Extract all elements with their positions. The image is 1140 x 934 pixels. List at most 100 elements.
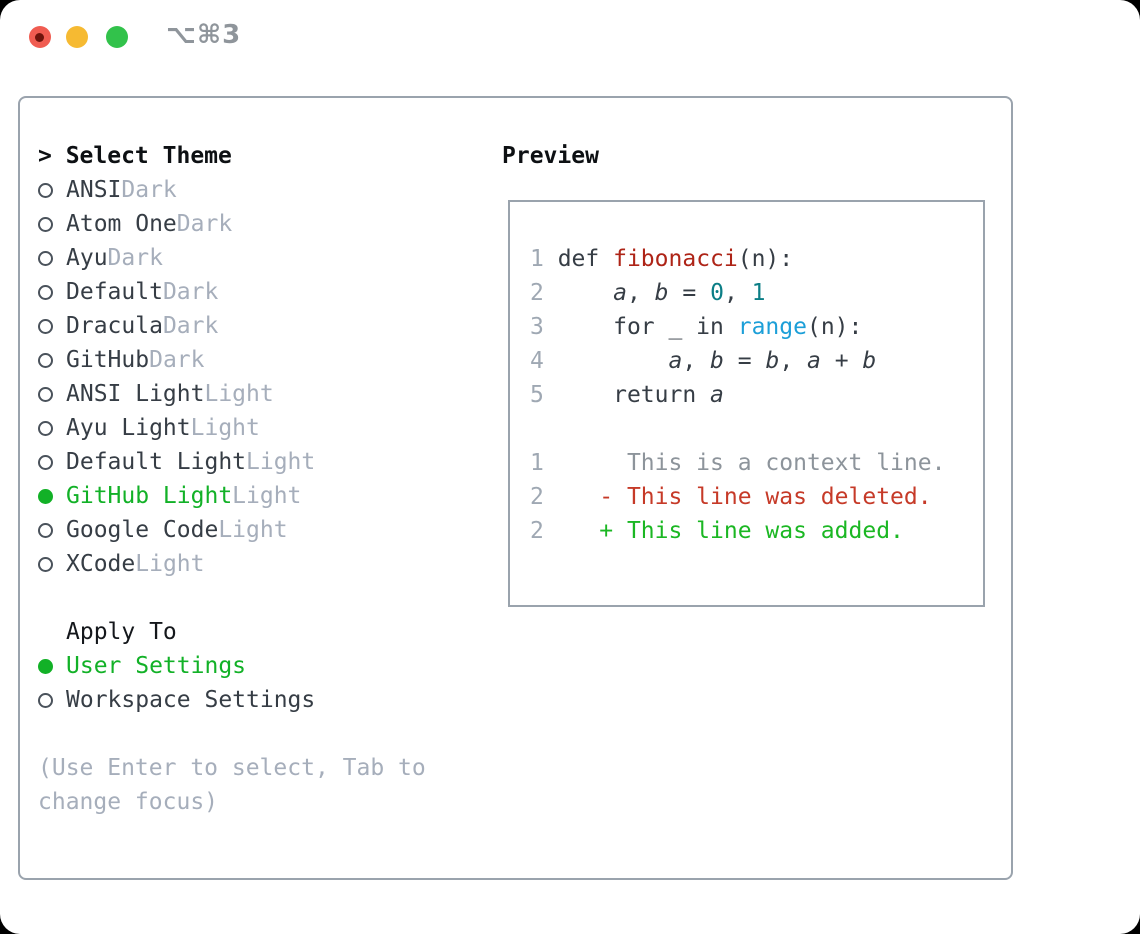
theme-variant: Light [232,483,302,509]
code-line: 3 for _ in range(n): [530,310,983,344]
theme-variant: Dark [149,347,205,373]
code-token: 1 [751,280,766,306]
theme-option[interactable]: XCode Light [38,547,478,581]
window-shortcut-label: ⌥⌘3 [166,20,242,50]
code-line [530,412,983,446]
code-token: = [668,280,711,306]
close-dot-icon [35,33,44,42]
code-token [544,348,669,374]
theme-option[interactable]: Default Light Light [38,445,478,479]
code-token: - This line was deleted. [599,484,932,510]
theme-option[interactable]: Ayu Dark [38,241,478,275]
theme-name: ANSI Light [66,381,205,407]
theme-name: Atom One [66,211,177,237]
titlebar: ⌥⌘3 [0,0,1140,74]
radio-icon [38,454,53,470]
code-token [544,484,599,510]
code-token: a [613,280,627,306]
code-token [544,280,613,306]
apply-option[interactable]: User Settings [38,649,478,683]
code-token: b [862,348,877,374]
theme-variant: Light [246,449,316,475]
theme-variant: Dark [121,177,177,203]
theme-option[interactable]: Google Code Light [38,513,478,547]
zoom-button[interactable] [106,26,128,48]
theme-name: Default [66,279,163,305]
code-token: , [779,348,808,374]
theme-option[interactable]: Dracula Dark [38,309,478,343]
code-token: (n): [737,246,794,272]
theme-name: ANSI [66,177,122,203]
code-token: a [668,348,683,374]
radio-selected-icon [38,488,53,504]
theme-option[interactable]: Default Dark [38,275,478,309]
minimize-button[interactable] [66,26,88,48]
theme-option[interactable]: GitHub Light Light [38,479,478,513]
hint-text-line1: (Use Enter to select, Tab to [38,755,426,781]
theme-name: XCode [66,551,136,577]
theme-option[interactable]: ANSI Dark [38,173,478,207]
spacer [38,581,478,615]
code-token: , [723,280,752,306]
theme-variant: Dark [162,279,219,305]
code-line: 1 def fibonacci(n): [530,242,983,276]
radio-icon [38,216,53,232]
code-line: 2 a, b = 0, 1 [530,276,983,310]
code-token: This is a context line. [543,450,946,476]
code-token: def [543,246,614,272]
code-token: b [765,348,780,374]
radio-icon [38,182,53,198]
code-token: return [543,382,711,408]
radio-icon [38,318,53,334]
code-token: + [820,348,863,374]
theme-name: Ayu Light [66,415,191,441]
code-token: 2 [530,484,544,510]
code-token: 2 [530,518,544,544]
code-token: 1 [530,450,544,476]
theme-option[interactable]: Atom One Dark [38,207,478,241]
theme-variant: Light [204,381,274,407]
code-token: 5 [530,382,544,408]
theme-option[interactable]: GitHub Dark [38,343,478,377]
theme-name: Dracula [66,313,163,339]
theme-variant: Dark [162,313,219,339]
preview-heading: Preview [502,143,599,169]
radio-icon [38,386,53,402]
theme-name: GitHub Light [66,483,233,509]
code-token: (n): [806,314,863,340]
code-token: b [654,280,669,306]
code-line: 2 - This line was deleted. [530,480,983,514]
close-button[interactable] [29,26,51,48]
code-line: 4 a, b = b, a + b [530,344,983,378]
theme-variant: Light [135,551,205,577]
theme-option[interactable]: ANSI Light Light [38,377,478,411]
theme-name: GitHub [66,347,150,373]
radio-selected-icon [38,658,53,674]
theme-variant: Dark [176,211,233,237]
code-token: for _ in [543,314,738,340]
code-token: = [723,348,766,374]
code-line: 1 This is a context line. [530,446,983,480]
code-token: fibonacci [613,246,738,272]
theme-variant: Light [218,517,288,543]
theme-variant: Dark [107,245,163,271]
code-token: 0 [710,280,724,306]
code-token [544,518,599,544]
radio-icon [38,250,53,266]
code-token: + This line was added. [599,518,904,544]
radio-icon [38,284,53,300]
apply-name: Workspace Settings [66,687,316,713]
apply-name: User Settings [66,653,247,679]
radio-icon [38,352,53,368]
theme-name: Ayu [66,245,108,271]
apply-option[interactable]: Workspace Settings [38,683,478,717]
code-token: , [682,348,711,374]
theme-option[interactable]: Ayu Light Light [38,411,478,445]
